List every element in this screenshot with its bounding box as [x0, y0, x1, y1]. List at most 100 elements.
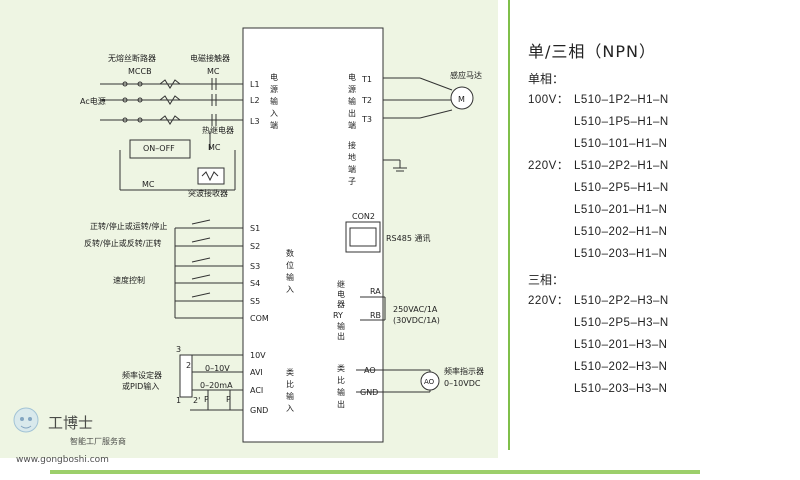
model-list: 单/三相（NPN） 单相： 100V：L510–1P2–H1–N L510–1P5… [528, 38, 788, 400]
terminal-aci: ACI [250, 386, 263, 395]
p-label-2: P [226, 395, 231, 404]
watermark-url: www.gongboshi.com [16, 455, 109, 465]
model-row: L510–203–H1–N [528, 243, 788, 265]
analog-output-2: 比 [337, 375, 345, 385]
model-code: L510–202–H1–N [574, 226, 668, 238]
bottom-bar [50, 470, 700, 474]
terminal-ra: RA [370, 287, 381, 296]
ground-4: 子 [348, 177, 356, 186]
terminal-s3: S3 [250, 262, 260, 271]
power-input-5: 端 [270, 120, 278, 130]
pid-input-label: 或PID输入 [122, 381, 159, 391]
model-code: L510–2P5–H1–N [574, 182, 669, 194]
power-input-2: 源 [270, 85, 278, 94]
ground-3: 端 [348, 164, 356, 174]
power-input-1: 电 [270, 72, 278, 82]
model-row: L510–2P5–H3–N [528, 312, 788, 334]
model-code: L510–202–H3–N [574, 361, 668, 373]
thermal-relay-label: 热继电器 [202, 125, 234, 135]
mccb-code: MCCB [128, 67, 152, 76]
meter-symbol [420, 371, 440, 391]
power-output-4: 出 [348, 108, 356, 118]
relay-output-1: 继 [337, 279, 345, 289]
model-title: 单/三相（NPN） [528, 42, 656, 61]
analog-output-1: 类 [337, 363, 345, 373]
terminal-gnd: GND [250, 406, 268, 415]
ground-1: 接 [348, 140, 356, 150]
model-code: L510–2P2–H3–N [574, 295, 669, 307]
digital-input-4: 入 [286, 285, 294, 294]
model-row: L510–201–H1–N [528, 199, 788, 221]
terminal-rb: RB [370, 311, 381, 320]
mccb-label: 无熔丝断路器 [108, 53, 156, 63]
terminal-s2: S2 [250, 242, 260, 251]
model-code: L510–2P2–H1–N [574, 160, 669, 172]
digital-input-1: 数 [286, 248, 294, 258]
wiring-diagram: 无熔丝断路器 MCCB 电磁接触器 MC Ac电源 L1 L2 L3 电 源 输… [80, 27, 484, 443]
model-row: L510–1P5–H1–N [528, 111, 788, 133]
model-row: 100V：L510–1P2–H1–N [528, 89, 788, 111]
terminal-gnd-2: GND [360, 388, 378, 397]
terminal-10v: 10V [250, 351, 266, 360]
voltage-label: 100V： [528, 94, 569, 106]
model-row: L510–203–H3–N [528, 378, 788, 400]
model-code: L510–201–H1–N [574, 204, 668, 216]
terminal-l2: L2 [250, 96, 260, 105]
terminal-ao: AO [364, 366, 376, 375]
analog-input-2: 比 [286, 379, 294, 389]
relay-output-4: RY [333, 311, 343, 320]
fwd-label: 正转/停止或运转/停止 [90, 221, 167, 231]
model-row: L510–202–H1–N [528, 221, 788, 243]
pot-1: 1 [176, 396, 181, 405]
model-code: L510–1P5–H1–N [574, 116, 669, 128]
model-row: L510–202–H3–N [528, 356, 788, 378]
digital-input-2: 位 [286, 260, 294, 270]
digital-input-3: 输 [286, 272, 294, 282]
relay-output-6: 出 [337, 331, 345, 341]
power-output-5: 端 [348, 120, 356, 130]
model-row: L510–101–H1–N [528, 133, 788, 155]
terminal-s5: S5 [250, 297, 260, 306]
terminal-t3: T3 [361, 115, 372, 124]
terminal-com: COM [250, 314, 269, 323]
con2-label: CON2 [352, 212, 375, 221]
voltage-label: 220V： [528, 160, 569, 172]
pot-3: 3 [176, 345, 181, 354]
motor-symbol-text: M [458, 95, 465, 104]
model-code: L510–203–H3–N [574, 383, 668, 395]
voltage-label: 220V： [528, 295, 569, 307]
power-output-2: 源 [348, 85, 356, 94]
power-input-4: 入 [270, 109, 278, 118]
terminal-s4: S4 [250, 279, 260, 288]
terminal-t2: T2 [361, 96, 372, 105]
pot-2p: 2' [193, 396, 200, 405]
analog-output-3: 输 [337, 387, 345, 397]
analog-input-1: 类 [286, 367, 294, 377]
model-row: L510–2P5–H1–N [528, 177, 788, 199]
ground-2: 地 [348, 152, 356, 162]
analog-input-3: 输 [286, 391, 294, 401]
relay-output-3: 器 [337, 300, 345, 309]
mc-label-3: MC [208, 143, 221, 152]
meter-range-label: 0–10VDC [444, 379, 481, 388]
terminal-l3: L3 [250, 117, 260, 126]
divider [508, 0, 510, 450]
power-input-3: 输 [270, 96, 278, 106]
p-label: P [204, 395, 209, 404]
model-code: L510–2P5–H3–N [574, 317, 669, 329]
single-phase-list: 100V：L510–1P2–H1–N L510–1P5–H1–N L510–101–… [528, 89, 788, 265]
contactor-label: 电磁接触器 [190, 53, 230, 63]
relay-output-5: 输 [337, 321, 345, 331]
terminal-s1: S1 [250, 224, 260, 233]
motor-symbol [450, 86, 474, 110]
mc-label: MC [207, 67, 220, 76]
model-code: L510–201–H3–N [574, 339, 668, 351]
surge-absorber-label: 突波接收器 [188, 188, 228, 198]
analog-input-4: 入 [286, 404, 294, 413]
model-row: 220V： L510–2P2–H3–N [528, 290, 788, 312]
rev-label: 反转/停止或反转/正转 [84, 238, 161, 248]
single-phase-heading: 单相： [528, 72, 565, 86]
terminal-t1: T1 [361, 75, 372, 84]
mc-label-2: MC [142, 180, 155, 189]
